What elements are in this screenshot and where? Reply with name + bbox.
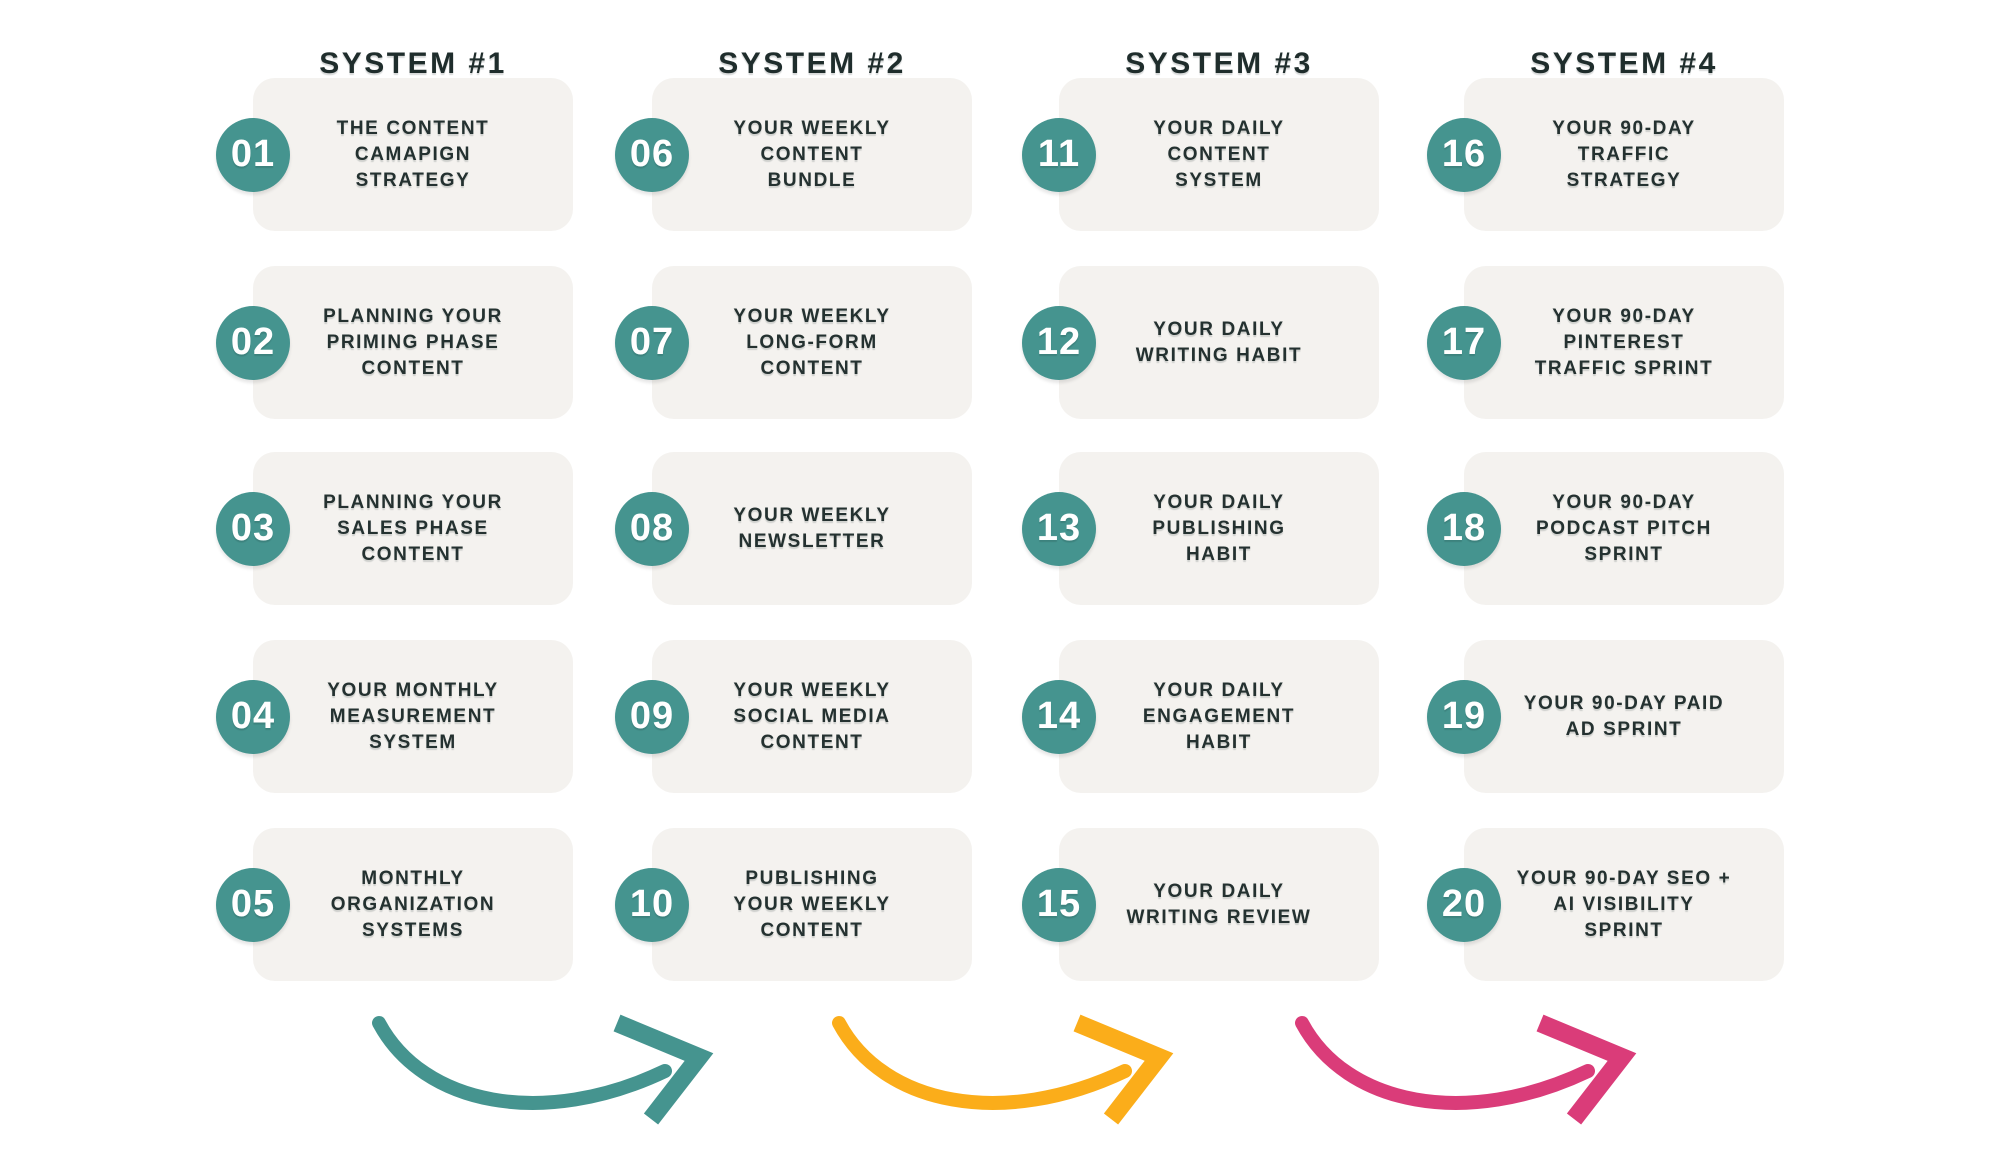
curved-arrow-teal-icon	[372, 1014, 714, 1125]
step-number-badge: 15	[1022, 867, 1096, 942]
step-number-badge: 03	[216, 491, 290, 566]
step-label: PLANNING YOUR PRIMING PHASE CONTENT	[323, 305, 503, 379]
step-label: YOUR 90-DAY SEO + AI VISIBILITY SPRINT	[1516, 867, 1732, 941]
step-number-badge: 11	[1022, 117, 1096, 192]
step-label: MONTHLY ORGANIZATION SYSTEMS	[330, 867, 496, 941]
step-label: YOUR 90-DAY TRAFFIC STRATEGY	[1552, 117, 1696, 191]
step-card: 19 YOUR 90-DAY PAID AD SPRINT	[1427, 640, 1784, 793]
step-label: YOUR WEEKLY LONG-FORM CONTENT	[733, 305, 891, 379]
step-number-badge: 06	[615, 117, 689, 192]
step-number-badge: 05	[216, 867, 290, 942]
step-number-badge: 08	[615, 491, 689, 566]
step-number-badge: 04	[216, 679, 290, 754]
step-label: YOUR DAILY CONTENT SYSTEM	[1153, 117, 1285, 191]
step-label: YOUR DAILY WRITING HABIT	[1135, 318, 1303, 366]
step-number-badge: 02	[216, 305, 290, 380]
step-number-badge: 07	[615, 305, 689, 380]
step-label: THE CONTENT CAMAPIGN STRATEGY	[336, 117, 490, 191]
column-title: SYSTEM #3	[1125, 46, 1313, 80]
step-card: 18 YOUR 90-DAY PODCAST PITCH SPRINT	[1427, 452, 1784, 605]
step-card: 20 YOUR 90-DAY SEO + AI VISIBILITY SPRIN…	[1427, 828, 1784, 981]
step-label: PLANNING YOUR SALES PHASE CONTENT	[323, 491, 503, 565]
step-card: 05 MONTHLY ORGANIZATION SYSTEMS	[216, 828, 573, 981]
step-card: 06 YOUR WEEKLY CONTENT BUNDLE	[615, 78, 972, 231]
step-number-badge: 19	[1427, 679, 1501, 754]
step-label: YOUR 90-DAY PODCAST PITCH SPRINT	[1536, 491, 1712, 565]
column-system-2: SYSTEM #2 06 YOUR WEEKLY CONTENT BUNDLE …	[615, 0, 972, 1000]
step-card: 15 YOUR DAILY WRITING REVIEW	[1022, 828, 1379, 981]
step-label: YOUR 90-DAY PINTEREST TRAFFIC SPRINT	[1534, 305, 1714, 379]
step-number-badge: 14	[1022, 679, 1096, 754]
curved-arrow-pink-icon	[1295, 1014, 1637, 1125]
step-number-badge: 16	[1427, 117, 1501, 192]
curved-arrow-yellow-icon	[832, 1014, 1174, 1125]
step-label: YOUR DAILY WRITING REVIEW	[1126, 880, 1312, 928]
step-number-badge: 10	[615, 867, 689, 942]
column-title: SYSTEM #4	[1530, 46, 1718, 80]
column-title: SYSTEM #2	[718, 46, 906, 80]
step-card: 16 YOUR 90-DAY TRAFFIC STRATEGY	[1427, 78, 1784, 231]
step-card: 09 YOUR WEEKLY SOCIAL MEDIA CONTENT	[615, 640, 972, 793]
step-number-badge: 20	[1427, 867, 1501, 942]
step-number-badge: 09	[615, 679, 689, 754]
step-number-badge: 01	[216, 117, 290, 192]
step-label: YOUR WEEKLY CONTENT BUNDLE	[733, 117, 891, 191]
step-card: 04 YOUR MONTHLY MEASUREMENT SYSTEM	[216, 640, 573, 793]
step-label: YOUR DAILY PUBLISHING HABIT	[1152, 491, 1286, 565]
step-card: 01 THE CONTENT CAMAPIGN STRATEGY	[216, 78, 573, 231]
step-card: 14 YOUR DAILY ENGAGEMENT HABIT	[1022, 640, 1379, 793]
step-number-badge: 17	[1427, 305, 1501, 380]
step-label: PUBLISHING YOUR WEEKLY CONTENT	[733, 867, 891, 941]
step-label: YOUR WEEKLY NEWSLETTER	[733, 504, 891, 552]
step-number-badge: 12	[1022, 305, 1096, 380]
step-label: YOUR WEEKLY SOCIAL MEDIA CONTENT	[733, 679, 891, 753]
step-number-badge: 13	[1022, 491, 1096, 566]
step-card: 11 YOUR DAILY CONTENT SYSTEM	[1022, 78, 1379, 231]
step-card: 03 PLANNING YOUR SALES PHASE CONTENT	[216, 452, 573, 605]
step-card: 17 YOUR 90-DAY PINTEREST TRAFFIC SPRINT	[1427, 266, 1784, 419]
column-system-3: SYSTEM #3 11 YOUR DAILY CONTENT SYSTEM 1…	[1022, 0, 1379, 1000]
column-title: SYSTEM #1	[319, 46, 507, 80]
step-label: YOUR 90-DAY PAID AD SPRINT	[1523, 692, 1725, 740]
step-label: YOUR MONTHLY MEASUREMENT SYSTEM	[327, 679, 499, 753]
step-card: 02 PLANNING YOUR PRIMING PHASE CONTENT	[216, 266, 573, 419]
column-system-4: SYSTEM #4 16 YOUR 90-DAY TRAFFIC STRATEG…	[1427, 0, 1784, 1000]
step-number-badge: 18	[1427, 491, 1501, 566]
step-card: 10 PUBLISHING YOUR WEEKLY CONTENT	[615, 828, 972, 981]
step-card: 07 YOUR WEEKLY LONG-FORM CONTENT	[615, 266, 972, 419]
step-card: 08 YOUR WEEKLY NEWSLETTER	[615, 452, 972, 605]
column-system-1: SYSTEM #1 01 THE CONTENT CAMAPIGN STRATE…	[216, 0, 573, 1000]
step-card: 12 YOUR DAILY WRITING HABIT	[1022, 266, 1379, 419]
step-label: YOUR DAILY ENGAGEMENT HABIT	[1142, 679, 1296, 753]
step-card: 13 YOUR DAILY PUBLISHING HABIT	[1022, 452, 1379, 605]
